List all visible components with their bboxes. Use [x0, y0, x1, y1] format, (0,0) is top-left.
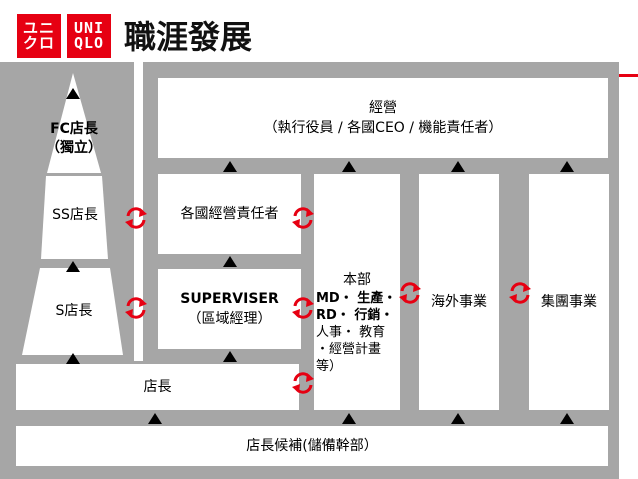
- country-manager-box: 各國經營責任者: [158, 174, 301, 254]
- fc-line2: （獨立）: [46, 140, 102, 156]
- s-store-manager-label: S店長: [55, 303, 93, 319]
- arrow-up-icon: [148, 413, 162, 424]
- logo-line: QLO: [73, 34, 105, 52]
- arrow-up-icon: [560, 413, 574, 424]
- management-title: 經營: [369, 100, 397, 116]
- arrow-up-icon: [66, 353, 80, 364]
- pyramid-tier-fc: [47, 73, 101, 173]
- rotation-icon: [509, 282, 531, 304]
- arrow-up-icon: [66, 261, 80, 272]
- arrow-up-icon: [451, 413, 465, 424]
- rotation-icon: [292, 207, 314, 229]
- arrow-up-icon: [223, 161, 237, 172]
- store-manager-candidate-box: 店長候補(儲備幹部）: [16, 426, 608, 466]
- arrow-up-icon: [66, 88, 80, 99]
- hq-functions: MD・ 生產・ RD・ 行銷・ 人事・ 教育 ・經營計畫 等）: [316, 290, 396, 375]
- accent-line: [619, 74, 638, 77]
- arrow-up-icon: [223, 351, 237, 362]
- logo-line: UNI: [73, 19, 105, 37]
- hq-line: 等）: [316, 359, 343, 374]
- rotation-icon: [125, 297, 147, 319]
- group-business-box: 集團事業: [529, 174, 609, 410]
- management-roles: （執行役員 / 各國CEO / 機能責任者）: [263, 120, 503, 136]
- store-manager-box: 店長: [16, 364, 299, 410]
- supervisor-subtitle: （區域經理）: [187, 311, 272, 327]
- pyramid-tier-s: [22, 268, 123, 355]
- rotation-icon: [292, 297, 314, 319]
- logo-line: クロ: [22, 34, 55, 52]
- hq-line: MD・ 生產・: [316, 291, 397, 306]
- uniqlo-logo-katakana: ユニ クロ: [17, 14, 61, 58]
- rotation-icon: [399, 282, 421, 304]
- pyramid-shape: [22, 73, 123, 355]
- overseas-business-box: 海外事業: [419, 174, 499, 410]
- headquarters-box: 本部 MD・ 生產・ RD・ 行銷・ 人事・ 教育 ・經營計畫 等）: [314, 174, 400, 410]
- hq-title: 本部: [343, 272, 371, 288]
- hq-line: ・經營計畫: [316, 342, 382, 357]
- rotation-icon: [292, 372, 314, 394]
- supervisor-box: SUPERVISER （區域經理）: [158, 269, 301, 349]
- arrow-up-icon: [223, 256, 237, 267]
- arrow-up-icon: [560, 161, 574, 172]
- fc-store-manager-label: FC店長 （獨立）: [24, 120, 124, 158]
- rotation-icon: [125, 207, 147, 229]
- logo-line: ユニ: [22, 19, 55, 37]
- uniqlo-logo-latin: UNI QLO: [67, 14, 111, 58]
- hq-line: RD・ 行銷・: [316, 308, 394, 323]
- arrow-up-icon: [342, 161, 356, 172]
- fc-line1: FC店長: [50, 121, 98, 137]
- arrow-up-icon: [451, 161, 465, 172]
- arrow-up-icon: [342, 413, 356, 424]
- divider: [134, 62, 143, 361]
- career-diagram: FC店長 （獨立） SS店長 S店長 經營 （執行役員 / 各國CEO / 機能…: [0, 62, 619, 479]
- page-title: 職涯發展: [124, 18, 253, 56]
- supervisor-title: SUPERVISER: [180, 291, 279, 307]
- ss-store-manager-label: SS店長: [52, 207, 98, 223]
- hq-line: 人事・ 教育: [316, 325, 386, 340]
- pyramid-tier-ss: [41, 176, 108, 259]
- management-box: 經營 （執行役員 / 各國CEO / 機能責任者）: [158, 78, 608, 158]
